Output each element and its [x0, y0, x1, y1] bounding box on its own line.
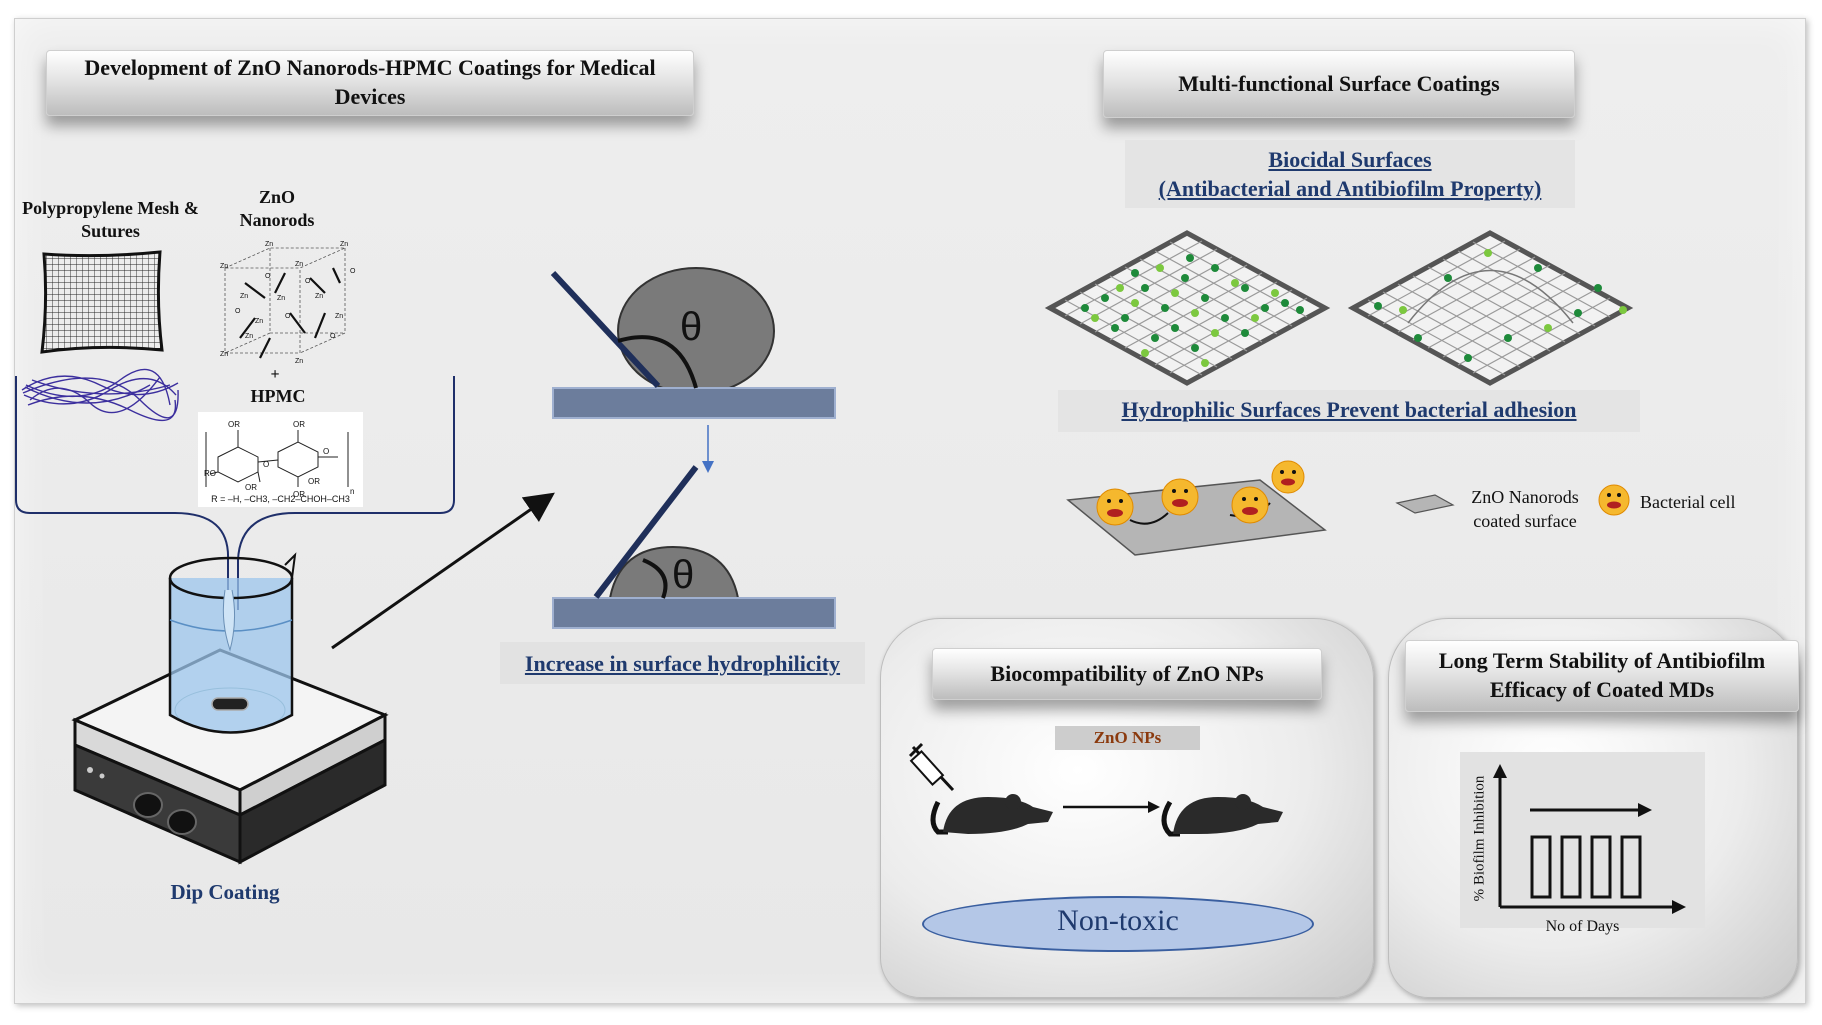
svg-text:Zn: Zn: [240, 293, 248, 300]
svg-text:Zn: Zn: [295, 261, 303, 268]
hydrophilic-title: Hydrophilic Surfaces Prevent bacterial a…: [1121, 397, 1577, 422]
svg-text:O: O: [265, 273, 271, 280]
hpmc-structure: [198, 412, 363, 507]
zno-label: ZnO Nanorods: [239, 187, 315, 231]
bacterial-cell-legend-icon: [1598, 484, 1630, 516]
svg-text:n: n: [350, 487, 354, 496]
svg-text:O: O: [330, 333, 336, 340]
hpmc-label: HPMC: [250, 386, 306, 406]
svg-text:Zn: Zn: [340, 241, 348, 248]
legend-surface-label: ZnO Nanorods coated surface: [1471, 487, 1579, 532]
left-title-banner: Development of ZnO Nanorods-HPMC Coating…: [46, 50, 694, 116]
svg-text:OR: OR: [245, 483, 257, 492]
svg-text:O: O: [323, 447, 329, 456]
legend-cell-label: Bacterial cell: [1640, 492, 1736, 512]
mesh-label: Polypropylene Mesh & Sutures: [22, 198, 199, 241]
theta-high: θ: [680, 305, 703, 349]
theta-low: θ: [672, 553, 695, 597]
svg-text:OR: OR: [293, 490, 305, 499]
right-title-banner: Multi-functional Surface Coatings: [1103, 50, 1575, 118]
svg-text:Zn: Zn: [255, 318, 263, 325]
svg-text:Zn: Zn: [220, 263, 228, 270]
svg-text:OR: OR: [308, 477, 320, 486]
zno-nps-box: [1055, 726, 1200, 750]
r-formula: R = –H, –CH3, –CH2–CHOH–CH3: [211, 494, 350, 504]
dip-coating-label: Dip Coating: [170, 880, 280, 904]
svg-text:Zn: Zn: [335, 313, 343, 320]
surface-legend-icon: [1395, 494, 1455, 514]
contact-angle-high: [550, 267, 836, 419]
stability-title-banner: Long Term Stability of Antibiofilm Effic…: [1405, 640, 1799, 712]
biocompatibility-title-banner: Biocompatibility of ZnO NPs: [932, 648, 1322, 700]
stability-xlabel: No of Days: [1545, 918, 1620, 935]
contact-angle-low: [552, 465, 836, 629]
stability-title: Long Term Stability of Antibiofilm Effic…: [1438, 648, 1766, 702]
mouse-injection-icon: [908, 742, 1283, 837]
hydrophilicity-label: Increase in surface hydrophilicity: [524, 651, 841, 676]
hydrophilic-box: [1058, 390, 1640, 432]
svg-text:Zn: Zn: [220, 351, 228, 358]
svg-text:O: O: [285, 313, 291, 320]
biofilm-grid-sparse-icon: [1347, 230, 1634, 386]
svg-text:O: O: [350, 268, 356, 275]
svg-text:Zn: Zn: [245, 333, 253, 340]
svg-text:O: O: [305, 278, 311, 285]
svg-text:OR: OR: [228, 420, 240, 429]
svg-text:O: O: [235, 308, 241, 315]
polypropylene-mesh-icon: [40, 250, 164, 354]
non-toxic-ellipse: [922, 896, 1314, 952]
biofilm-grid-dense-icon: [1044, 230, 1331, 386]
svg-text:Zn: Zn: [265, 241, 273, 248]
svg-text:Zn: Zn: [315, 293, 323, 300]
biocidal-box: [1125, 140, 1575, 208]
svg-text:Zn: Zn: [277, 295, 285, 302]
non-toxic-label: Non-toxic: [1057, 904, 1179, 937]
down-arrow-icon: [702, 425, 714, 473]
hydro-label-box: [500, 642, 865, 684]
svg-text:Zn: Zn: [295, 358, 303, 365]
bacterial-adhesion-icon: [1066, 460, 1327, 556]
biocidal-title: Biocidal Surfaces: [1268, 147, 1432, 172]
plus-sign: +: [270, 366, 280, 383]
zno-nps-label: ZnO NPs: [1093, 728, 1162, 747]
right-title: Multi-functional Surface Coatings: [1178, 70, 1500, 96]
biocompatibility-title: Biocompatibility of ZnO NPs: [990, 660, 1264, 686]
svg-text:O: O: [263, 460, 269, 469]
svg-text:OR: OR: [293, 420, 305, 429]
svg-text:RO: RO: [204, 469, 216, 478]
biocidal-subtitle: (Antibacterial and Antibiofilm Property): [1158, 176, 1542, 201]
stability-chart: [1493, 764, 1686, 914]
stability-ylabel: % Biofilm Inhibition: [1471, 775, 1488, 902]
stirrer-hotplate-icon: [71, 552, 389, 865]
sutures-icon: [21, 368, 179, 422]
left-title: Development of ZnO Nanorods-HPMC Coating…: [84, 55, 656, 109]
